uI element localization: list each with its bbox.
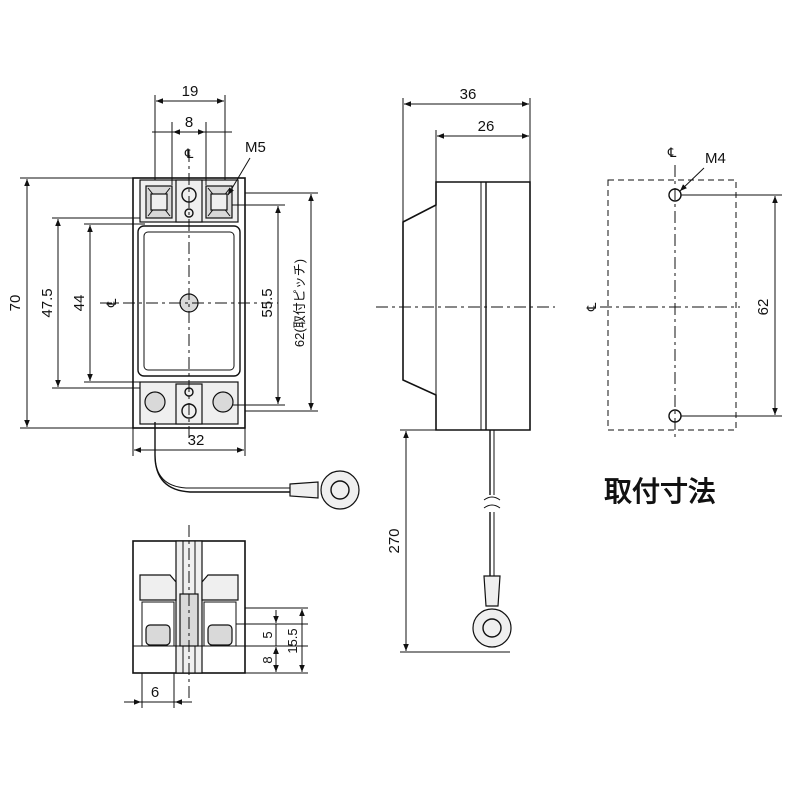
dim-36: 36 (460, 86, 477, 103)
dim-19: 19 (182, 83, 199, 100)
dim-270: 270 (386, 528, 403, 553)
side-lug-crimp (483, 575, 501, 607)
dim-8-bottom: 8 (260, 656, 275, 663)
front-ring-lug (320, 470, 360, 510)
dim-15-5: 15.5 (285, 628, 300, 653)
dim-47-5: 47.5 (39, 288, 56, 317)
front-ground-wire-inner (154, 422, 290, 489)
bottom-right-terminal (212, 391, 234, 413)
bottom-right-cavity (201, 574, 239, 601)
bottom-view: 6 5 8 15.5 (124, 525, 308, 708)
front-centerline-symbol: ℄ (184, 146, 194, 161)
dim-44: 44 (71, 295, 88, 312)
mounting-title: 取付寸法 (604, 475, 716, 508)
side-ring-lug (472, 608, 512, 648)
dim-32: 32 (188, 432, 205, 449)
bottom-left-clamp (145, 624, 171, 646)
dim-8: 8 (185, 114, 193, 131)
side-housing (402, 181, 531, 431)
front-centerline-symbol-left: ℄ (104, 298, 119, 308)
face-panel-inner (143, 231, 235, 371)
front-ground-wire (154, 422, 290, 493)
dim-5: 5 (260, 631, 275, 638)
bottom-left-terminal (144, 391, 166, 413)
front-ring-lug-hole (330, 480, 350, 500)
label-m4: M4 (705, 150, 726, 167)
mounting-view: ℄ M4 62 取付寸法 (600, 145, 782, 508)
dim-70: 70 (7, 295, 24, 312)
dim-55-5: 55.5 (259, 288, 276, 317)
mounting-outline (607, 179, 737, 431)
side-ring-lug-hole (482, 618, 502, 638)
front-lug-crimp (289, 481, 319, 499)
front-view: 19 8 ℄ M5 70 47.5 44 ℄ 55.5 (7, 83, 360, 510)
dim-62-mount-pitch: 62(取付ピッチ) (292, 259, 307, 347)
top-left-screw (145, 185, 173, 219)
bottom-right-clamp (207, 624, 233, 646)
mounting-centerline-symbol: ℄ (667, 145, 677, 160)
bottom-left-cavity (139, 574, 177, 601)
dim-6: 6 (151, 684, 159, 701)
dim-26: 26 (478, 118, 495, 135)
top-right-screw (205, 185, 233, 219)
label-m5: M5 (245, 139, 266, 156)
dim-62: 62 (755, 299, 772, 316)
side-view: 36 26 270 ℄ (376, 86, 599, 653)
side-centerline-symbol: ℄ (584, 302, 599, 312)
